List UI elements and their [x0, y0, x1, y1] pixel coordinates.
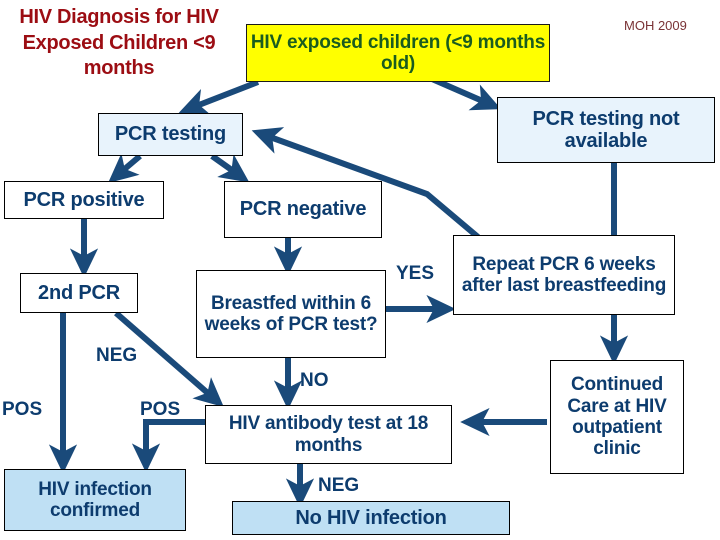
- node-pcr-negative[interactable]: PCR negative: [224, 181, 382, 238]
- node-no-hiv-infection[interactable]: No HIV infection: [232, 501, 510, 535]
- node-label: PCR testing: [114, 123, 227, 146]
- edge-exposed-to-not-available: [430, 76, 502, 111]
- node-label: PCR positive: [23, 188, 145, 211]
- edge-label-no: NO: [300, 370, 329, 391]
- node-continued-care[interactable]: Continued Care at HIV outpatient clinic: [550, 360, 684, 474]
- node-label: Repeat PCR 6 weeks after last breastfeed…: [461, 253, 667, 296]
- edge-label-yes: YES: [396, 263, 435, 284]
- node-label: Breastfed within 6 weeks of PCR test?: [204, 292, 378, 335]
- edge-testing-to-positive: [108, 153, 142, 184]
- page-title: HIV Diagnosis for HIV Exposed Children <…: [19, 6, 219, 80]
- node-label: 2nd PCR: [38, 281, 120, 304]
- node-hiv-antibody-test[interactable]: HIV antibody test at 18 months: [205, 405, 452, 464]
- node-breastfed-question[interactable]: Breastfed within 6 weeks of PCR test?: [196, 270, 386, 358]
- node-label: HIV exposed children (<9 months old): [250, 31, 546, 74]
- node-label: Continued Care at HIV outpatient clinic: [567, 374, 667, 460]
- node-hiv-infection-confirmed[interactable]: HIV infection confirmed: [4, 469, 186, 531]
- node-label: PCR negative: [239, 198, 367, 221]
- node-label: No HIV infection: [295, 506, 447, 529]
- edge-label-neg-second-pcr: NEG: [96, 345, 138, 366]
- node-hiv-exposed-children[interactable]: HIV exposed children (<9 months old): [246, 24, 550, 82]
- node-repeat-pcr[interactable]: Repeat PCR 6 weeks after last breastfeed…: [453, 235, 675, 315]
- edge-label-neg-antibody: NEG: [318, 475, 360, 496]
- node-second-pcr[interactable]: 2nd PCR: [20, 273, 138, 313]
- edge-label-pos-antibody: POS: [140, 399, 181, 420]
- node-pcr-positive[interactable]: PCR positive: [4, 181, 164, 219]
- edge-antibody-pos-to-confirmed: [131, 419, 208, 473]
- edge-testing-to-negative: [210, 153, 250, 183]
- source-credit: MOH 2009: [624, 18, 687, 33]
- node-label: PCR testing not available: [532, 107, 680, 152]
- node-label: HIV antibody test at 18 months: [228, 413, 429, 456]
- edge-exposed-to-pcr-testing: [178, 79, 260, 116]
- node-pcr-testing[interactable]: PCR testing: [98, 113, 243, 156]
- edge-label-pos-second-pcr: POS: [2, 399, 43, 420]
- node-label: HIV infection confirmed: [38, 478, 152, 521]
- node-pcr-testing-not-available[interactable]: PCR testing not available: [497, 97, 715, 163]
